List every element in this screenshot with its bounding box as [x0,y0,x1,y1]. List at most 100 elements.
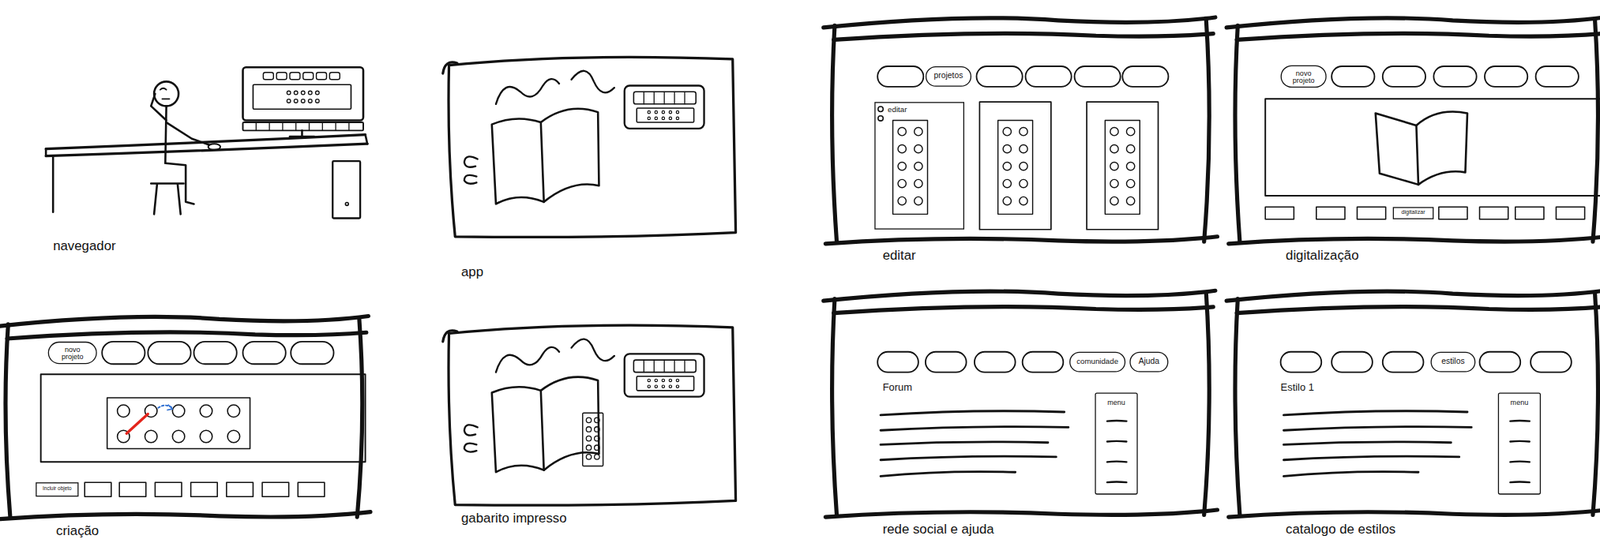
pin-grid [107,398,251,450]
person-head [153,81,179,106]
nav-button [974,352,1016,373]
device-dot [647,116,650,120]
screen-frame-line [825,236,1217,245]
pin [172,430,185,444]
book-page [1415,111,1468,185]
nav-button [1074,66,1121,87]
pin [1126,179,1135,188]
button-text: Incluir objeto [42,487,72,493]
screen-frame: catalogo de estilosestilosmenu [1234,290,1598,514]
panel-title: menu [1498,398,1540,406]
panel-caption: editar [882,248,917,263]
monitor [243,67,364,121]
screen-frame-line [832,299,838,516]
pin [199,430,213,444]
book-page [492,386,545,473]
device-dot [661,110,665,113]
text-line [880,442,1048,445]
book-page [540,377,600,471]
toolbar-button [226,482,254,497]
printed-scene [443,325,737,506]
screen-frame-line [823,290,1216,301]
device-key [664,91,665,105]
content-heading: Forum [882,381,913,393]
device-dot [676,379,679,382]
screen-dot [315,90,320,95]
device-dot [647,379,650,382]
pin [1019,144,1028,153]
toolbar-button [297,482,325,497]
frame-drawing [831,17,1210,241]
device-dot [654,110,658,113]
screen-frame-line [5,324,11,518]
strip-key [295,122,297,131]
nav-button: Ajuda [1129,352,1169,373]
toolbar-button: digitalizar [1393,206,1435,220]
panel-caption: catalogo de estilos [1285,522,1396,538]
panel-title: menu [1096,398,1138,406]
template-pin [585,454,591,460]
device-screen [636,108,694,123]
device-dot [668,116,672,120]
device-key [643,91,645,105]
toolbar-button [84,482,112,497]
tablet-scene [443,56,737,237]
nav-button [976,66,1023,87]
monitor-stand [289,130,315,137]
device [624,86,705,129]
toolbar-button [262,482,290,497]
template-pin [585,435,591,441]
scene-caption: app [461,264,484,280]
frame-drawing [1234,290,1598,514]
list-line [1509,461,1530,464]
device-dot [654,116,658,120]
device-screen [636,376,694,391]
monitor-button [303,72,314,80]
button-text: digitalizar [1401,210,1426,216]
book-page [492,118,545,204]
doodle [464,156,478,184]
template-pin [594,427,600,432]
device-dot [661,379,665,382]
device-dot [676,110,679,113]
scribble [571,71,615,94]
device-bar [633,360,696,373]
pin [1002,179,1011,188]
screen-frame-line [1592,19,1599,243]
content-heading: Estilo 1 [1280,381,1315,393]
button-text: projetos [934,71,964,81]
screen-frame-line [1204,19,1210,243]
scribble [495,78,560,105]
pin [1002,144,1011,153]
list-line [1107,480,1127,484]
nav-button: comunidade [1069,352,1126,373]
screen-frame-line [0,316,369,327]
button-text: Ajuda [1138,357,1160,367]
template-pin [594,435,600,441]
toolbar-button [1438,206,1468,220]
pin [897,179,906,188]
pin [227,430,241,444]
screen-frame-line [1226,290,1600,301]
device-key [683,360,685,373]
strip-key [308,122,310,131]
nav-button: estilos [1430,352,1477,373]
pin [897,144,906,153]
nav-button [1484,66,1528,87]
pin [1019,179,1028,188]
pin [227,405,241,418]
nav-button: projetos [925,66,972,87]
toolbar-button: Incluir objeto [35,482,79,497]
pin [1126,196,1135,205]
pin [914,196,923,205]
panel-caption: criação [56,524,99,539]
wire-link [126,414,148,435]
stool [150,184,184,215]
device-dot [661,116,665,120]
device-key [673,91,675,105]
pin [1126,127,1135,136]
scribble [571,339,615,362]
text-line [880,456,1056,461]
button-text: estilos [1441,357,1465,367]
